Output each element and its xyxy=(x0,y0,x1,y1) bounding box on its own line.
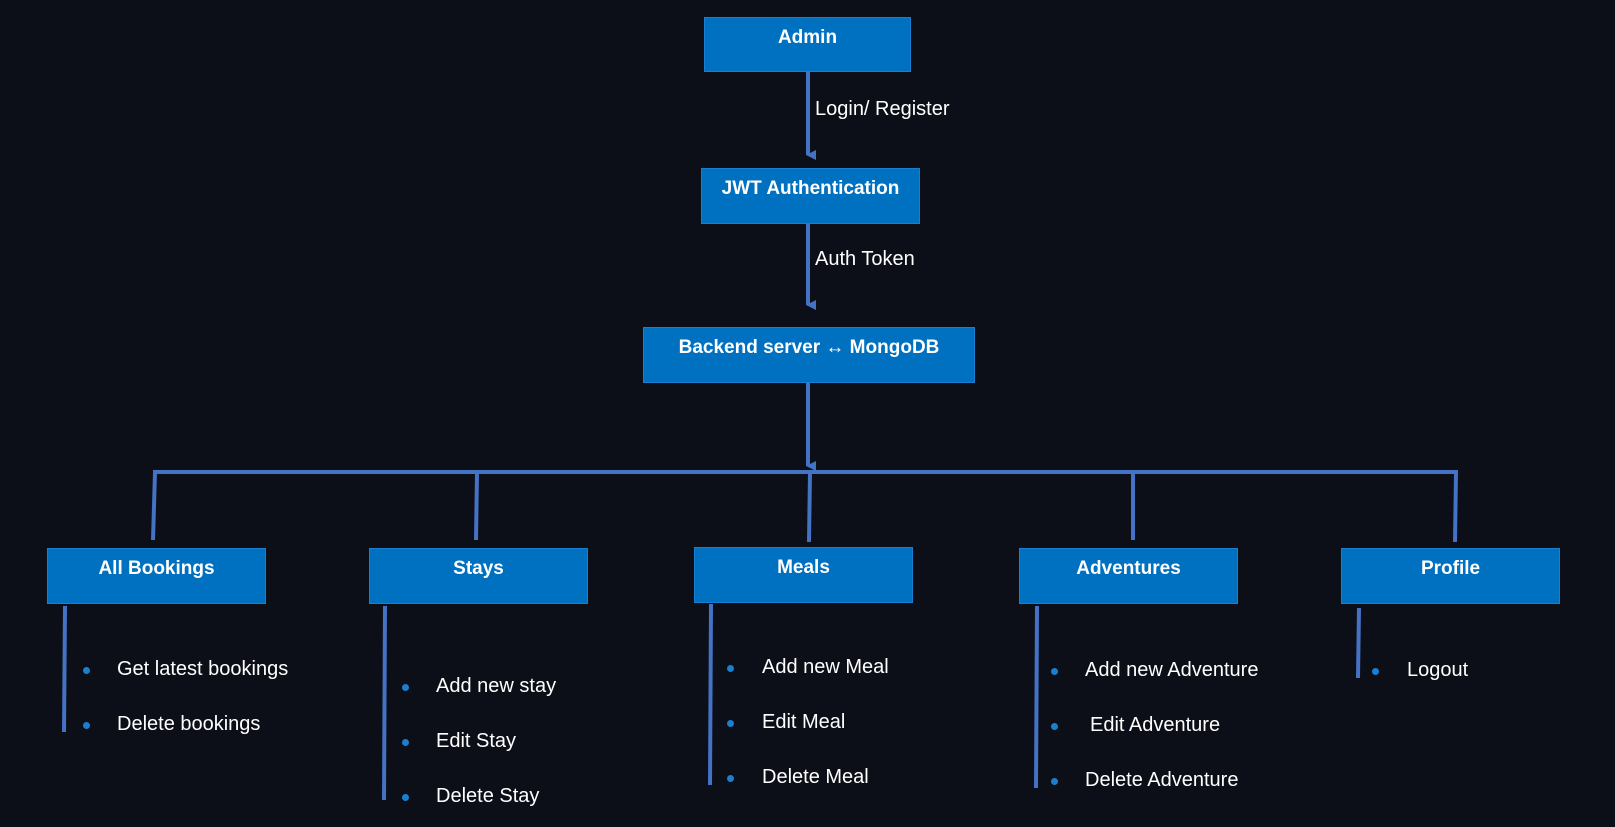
node-adventures: Adventures xyxy=(1019,548,1238,604)
node-profile: Profile xyxy=(1341,548,1560,604)
list-item-add-new-stay: Add new stay xyxy=(436,675,557,697)
bullet-icon xyxy=(402,684,409,691)
bullet-icon xyxy=(1051,668,1058,675)
node-meals: Meals xyxy=(694,547,913,603)
list-item-edit-stay: Edit Stay xyxy=(436,730,517,752)
list-item-delete-meal: Delete Meal xyxy=(762,766,869,788)
list-item-delete-bookings: Delete bookings xyxy=(117,713,261,735)
branch-drop-stays xyxy=(474,471,479,541)
node-all-bookings: All Bookings xyxy=(47,548,266,604)
node-stays: Stays xyxy=(369,548,588,604)
edge-label-auth-token: Auth Token xyxy=(815,248,915,270)
list-line-meals xyxy=(708,603,713,786)
list-item-add-new-adventure: Add new Adventure xyxy=(1085,659,1259,681)
node-jwt-authentication: JWT Authentication xyxy=(701,168,920,224)
list-item-delete-stay: Delete Stay xyxy=(436,785,540,807)
edge-label-login-register: Login/ Register xyxy=(815,98,950,120)
list-line-profile xyxy=(1356,607,1361,679)
branch-drop-all-bookings xyxy=(151,471,157,541)
list-item-edit-adventure: Edit Adventure xyxy=(1090,714,1221,736)
list-item-get-latest-bookings: Get latest bookings xyxy=(117,658,289,680)
bullet-icon xyxy=(402,739,409,746)
bullet-icon xyxy=(1372,668,1379,675)
list-line-stays xyxy=(382,605,387,801)
list-line-adventures xyxy=(1034,605,1039,789)
bullet-icon xyxy=(727,665,734,672)
bullet-icon xyxy=(727,720,734,727)
branch-drop-profile xyxy=(1453,471,1458,543)
branch-drop-meals xyxy=(807,471,812,543)
list-item-edit-meal: Edit Meal xyxy=(762,711,846,733)
node-admin: Admin xyxy=(704,17,911,72)
list-line-all-bookings xyxy=(62,605,67,733)
bullet-icon xyxy=(1051,723,1058,730)
list-item-add-new-meal: Add new Meal xyxy=(762,656,889,678)
bullet-icon xyxy=(83,722,90,729)
list-item-delete-adventure: Delete Adventure xyxy=(1085,769,1239,791)
bullet-icon xyxy=(402,794,409,801)
bullet-icon xyxy=(727,775,734,782)
bullet-icon xyxy=(1051,778,1058,785)
list-item-logout: Logout xyxy=(1407,659,1469,681)
bullet-icon xyxy=(83,667,90,674)
node-backend-server: Backend server ↔ MongoDB xyxy=(643,327,975,383)
